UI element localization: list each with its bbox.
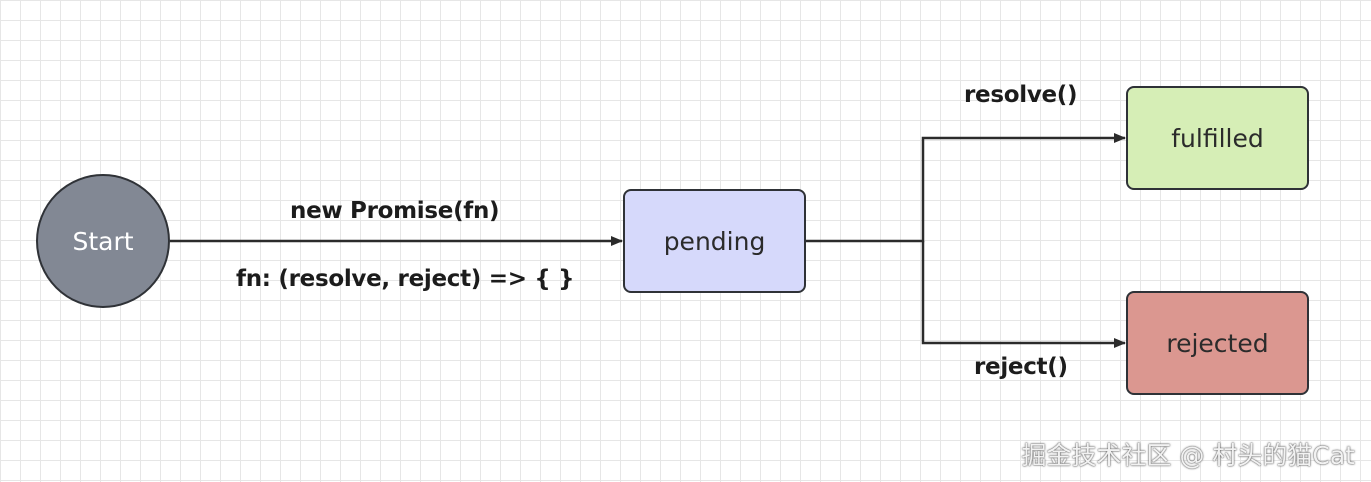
reject-edge-label: reject() [974, 354, 1068, 380]
rejected-node: rejected [1126, 291, 1309, 395]
edge-pending-to-rejected [921, 241, 1126, 348]
fn-signature-edge-label: fn: (resolve, reject) => { } [236, 266, 575, 292]
resolve-edge-label: resolve() [964, 82, 1078, 108]
new-promise-edge-label: new Promise(fn) [290, 198, 500, 224]
start-node: Start [36, 174, 170, 308]
watermark: 掘金技术社区 @ 村头的猫Cat [1021, 441, 1355, 470]
edge-pending-to-fulfilled [806, 133, 1126, 243]
rejected-node-label: rejected [1166, 328, 1269, 358]
fulfilled-node: fulfilled [1126, 86, 1309, 190]
pending-node-label: pending [663, 226, 766, 256]
fulfilled-node-label: fulfilled [1171, 123, 1264, 153]
start-node-label: Start [72, 226, 134, 256]
pending-node: pending [623, 189, 806, 293]
